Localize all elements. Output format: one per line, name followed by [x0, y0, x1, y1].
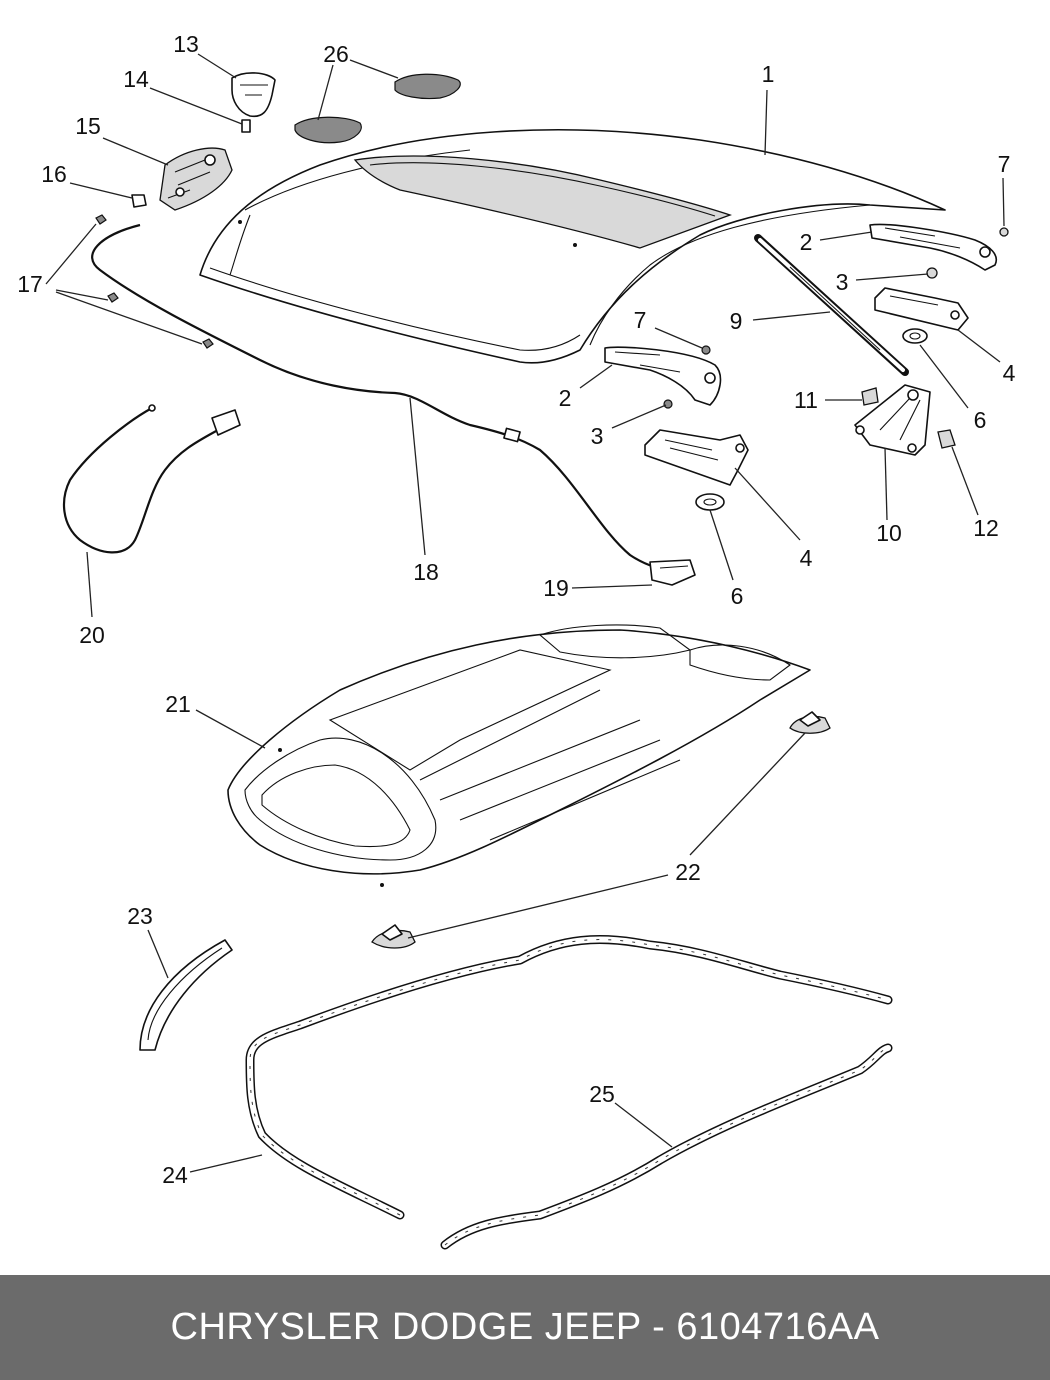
callout-7: 7	[998, 151, 1011, 177]
callout-labels: 1 2 2 3 3 4 4 6 6 7 7 9 10 11 12 13 14 1…	[17, 31, 1015, 1188]
callout-24: 24	[162, 1162, 188, 1188]
callout-6: 6	[974, 407, 987, 433]
callout-12: 12	[973, 515, 999, 541]
callout-3: 3	[836, 269, 849, 295]
part-number-footer: CHRYSLER DODGE JEEP - 6104716AA	[0, 1275, 1050, 1380]
callout-13: 13	[173, 31, 199, 57]
callout-10: 10	[876, 520, 902, 546]
callout-3: 3	[591, 423, 604, 449]
leader-lines	[45, 53, 1005, 1173]
hood-rear-seal	[245, 935, 893, 1220]
hood-gas-strut	[754, 234, 909, 376]
hood-insulator-pad	[227, 624, 811, 887]
callout-18: 18	[413, 559, 439, 585]
hood-hinge-right	[869, 223, 997, 271]
callout-4: 4	[800, 545, 813, 571]
callout-23: 23	[127, 903, 153, 929]
callout-17: 17	[17, 271, 43, 297]
callout-4: 4	[1003, 360, 1016, 386]
callout-1: 1	[762, 61, 775, 87]
callout-20: 20	[79, 622, 105, 648]
hood-front-seal	[440, 1043, 893, 1250]
hinge-bracket-left	[644, 429, 749, 486]
washer-left	[695, 493, 725, 511]
callout-26: 26	[323, 41, 349, 67]
callout-25: 25	[589, 1081, 615, 1107]
secondary-release-cable	[63, 404, 241, 554]
hood-hinge-left	[604, 346, 722, 406]
hood-seal-section	[139, 939, 233, 1051]
callout-9: 9	[730, 308, 743, 334]
hood-latch-assembly	[95, 72, 276, 349]
callout-2: 2	[800, 229, 813, 255]
insulator-push-pins	[371, 711, 831, 949]
callout-21: 21	[165, 691, 191, 717]
callout-14: 14	[123, 66, 149, 92]
callout-11: 11	[794, 387, 818, 413]
strut-bracket	[854, 384, 956, 456]
hood-panel	[199, 129, 946, 364]
hood-release-cable	[91, 223, 696, 586]
fasteners	[663, 227, 1009, 409]
hinge-bracket-right	[874, 287, 969, 331]
exploded-parts-diagram: 1 2 2 3 3 4 4 6 6 7 7 9 10 11 12 13 14 1…	[17, 31, 1016, 1250]
part-number-caption: CHRYSLER DODGE JEEP - 6104716AA	[170, 1306, 880, 1348]
callout-15: 15	[75, 113, 101, 139]
callout-6: 6	[731, 583, 744, 609]
callout-19: 19	[543, 575, 569, 601]
callout-7: 7	[634, 307, 647, 333]
callout-2: 2	[559, 385, 572, 411]
callout-22: 22	[675, 859, 701, 885]
washer-right	[902, 328, 928, 344]
hood-vent-grille	[294, 73, 461, 144]
callout-16: 16	[41, 161, 67, 187]
